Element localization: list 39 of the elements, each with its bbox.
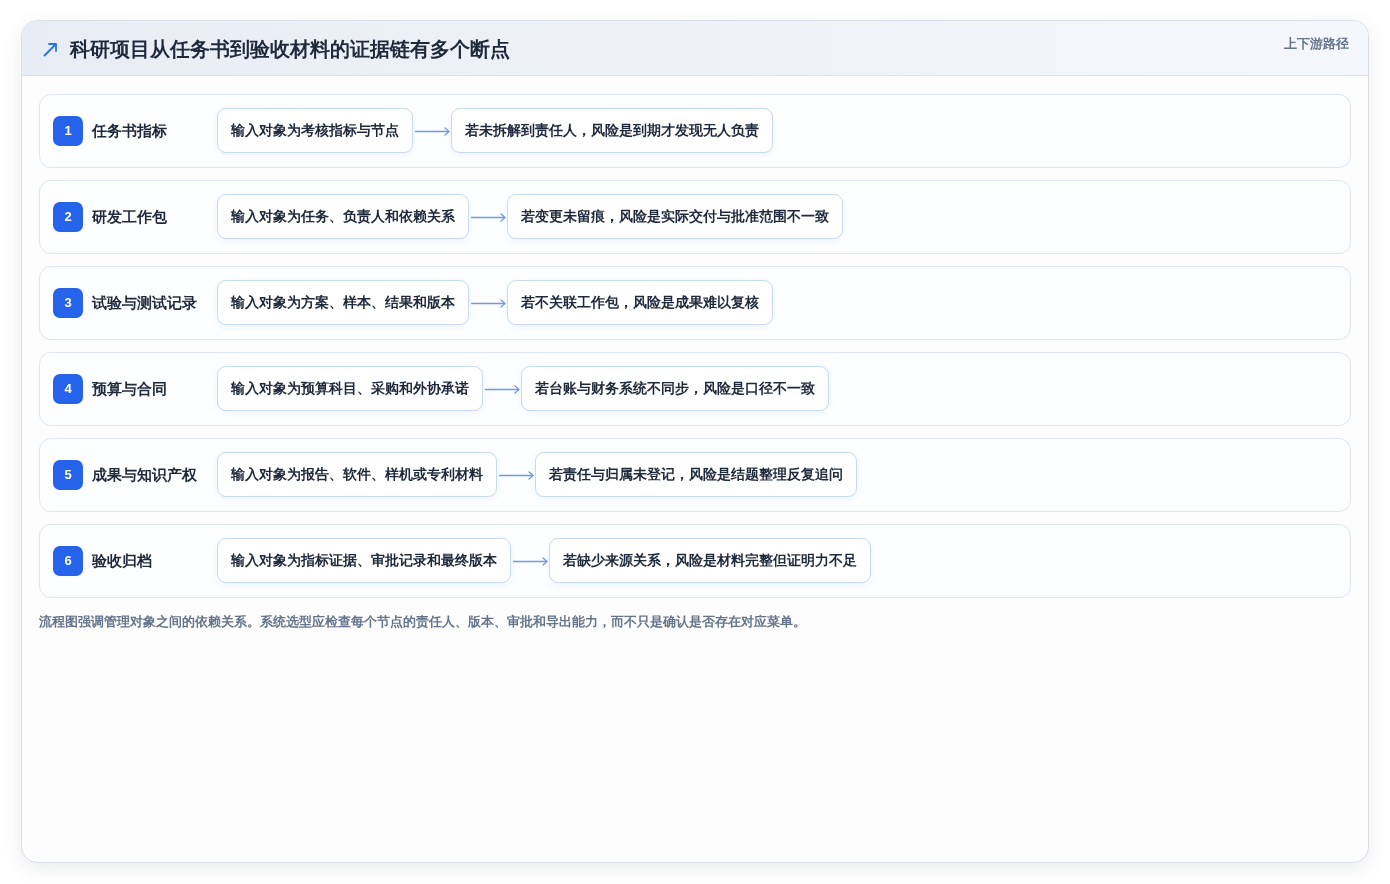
step-number-badge: 2	[53, 202, 83, 232]
arrow	[414, 127, 450, 136]
header-note: 上下游路径	[1284, 35, 1349, 53]
step-row	[39, 94, 1351, 168]
process-box: 输入对象为指标证据、审批记录和最终版本	[217, 538, 511, 583]
risk-box: 若台账与财务系统不同步，风险是口径不一致	[521, 366, 829, 411]
process-box: 输入对象为考核指标与节点	[217, 108, 413, 153]
process-box: 输入对象为方案、样本、结果和版本	[217, 280, 469, 325]
step-number-badge: 4	[53, 374, 83, 404]
risk-box: 若变更未留痕，风险是实际交付与批准范围不一致	[507, 194, 843, 239]
arrow	[470, 213, 506, 222]
title: 科研项目从任务书到验收材料的证据链有多个断点	[70, 37, 510, 62]
step-number-badge: 5	[53, 460, 83, 490]
step-number-badge: 6	[53, 546, 83, 576]
step-row	[39, 524, 1351, 598]
step-label: 研发工作包	[92, 207, 167, 227]
arrow	[484, 385, 520, 394]
step-row	[39, 438, 1351, 512]
step-label: 试验与测试记录	[92, 293, 197, 313]
step-number-badge: 3	[53, 288, 83, 318]
step-label: 验收归档	[92, 551, 152, 571]
process-box: 输入对象为报告、软件、样机或专利材料	[217, 452, 497, 497]
step-row	[39, 352, 1351, 426]
arrow	[470, 299, 506, 308]
step-row	[39, 266, 1351, 340]
step-number-badge: 1	[53, 116, 83, 146]
risk-box: 若缺少来源关系，风险是材料完整但证明力不足	[549, 538, 871, 583]
caption-text: 流程图强调管理对象之间的依赖关系。系统选型应检查每个节点的责任人、版本、审批和导出能力，而不只是确认是否存在对应菜单。	[39, 613, 806, 631]
risk-box: 若责任与归属未登记，风险是结题整理反复追问	[535, 452, 857, 497]
process-box: 输入对象为任务、负责人和依赖关系	[217, 194, 469, 239]
step-row	[39, 180, 1351, 254]
risk-box: 若未拆解到责任人，风险是到期才发现无人负责	[451, 108, 773, 153]
process-box: 输入对象为预算科目、采购和外协承诺	[217, 366, 483, 411]
risk-box: 若不关联工作包，风险是成果难以复核	[507, 280, 773, 325]
arrow	[498, 471, 534, 480]
arrow	[512, 557, 548, 566]
step-label: 预算与合同	[92, 379, 167, 399]
step-label: 成果与知识产权	[92, 465, 197, 485]
step-label: 任务书指标	[92, 121, 167, 141]
